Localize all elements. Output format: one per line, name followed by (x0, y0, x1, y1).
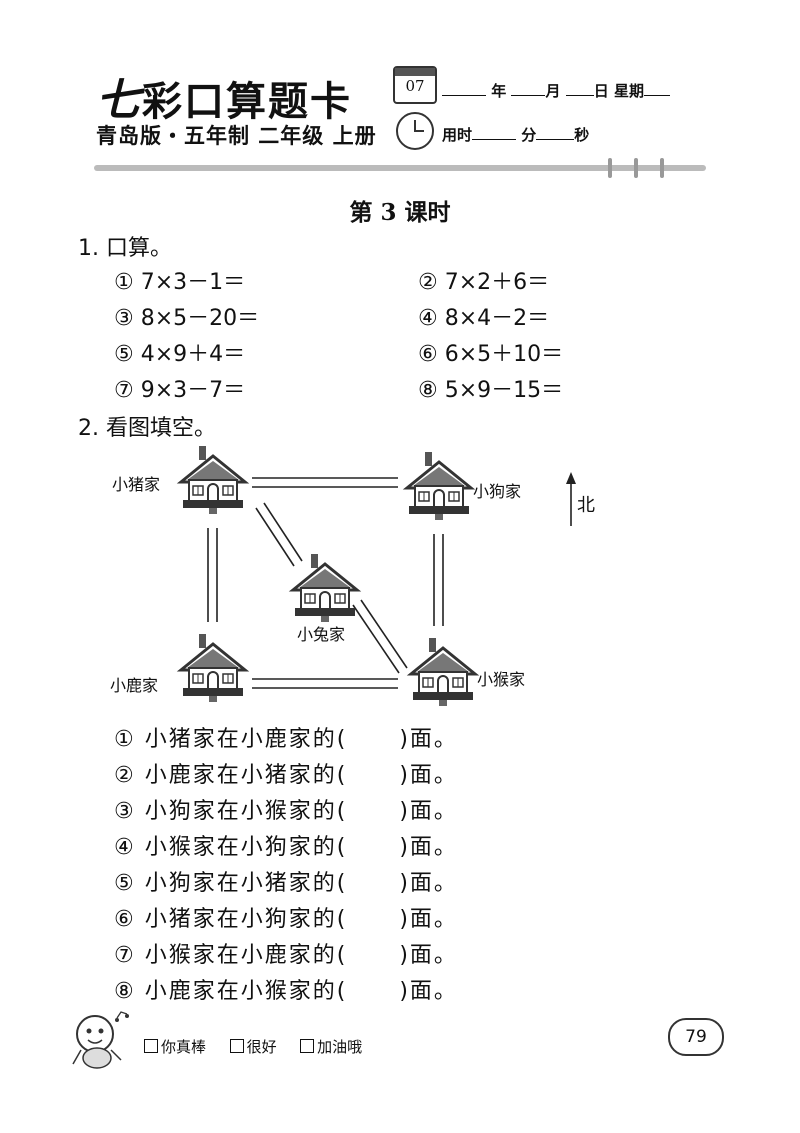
time-min: 分 (521, 126, 537, 144)
question-text: 小鹿家在小猪家的( (144, 763, 348, 788)
question-end: )面。 (399, 727, 458, 752)
fill-question: ④ 小猴家在小狗家的( )面。 (114, 829, 458, 861)
section1-title: 1. 口算。 (78, 236, 172, 261)
question-text: 小猴家在小狗家的( (144, 835, 348, 860)
question-text: 小猪家在小狗家的( (144, 907, 348, 932)
rating-row: 你真棒 很好 加油哦 (144, 1036, 362, 1057)
fill-question: ③ 小狗家在小猴家的( )面。 (114, 793, 458, 825)
date-weekday: 星期 (613, 82, 644, 100)
clock-icon (396, 112, 434, 150)
map-label-monkey: 小猴家 (477, 670, 526, 689)
question-text: 小狗家在小猴家的( (144, 799, 348, 824)
question-number: ⑦ (114, 943, 136, 968)
calc-item: ⑧ 5×9－15＝ (418, 378, 564, 403)
map-label-north: 北 (577, 495, 595, 516)
rating-label: 很好 (246, 1038, 277, 1056)
mascot-icon (72, 1011, 129, 1069)
rating-label: 加油哦 (317, 1038, 363, 1056)
book-subtitle: 青岛版・五年制 二年级 上册 (96, 124, 377, 148)
question-end: )面。 (399, 907, 458, 932)
calendar-icon: 07 (393, 66, 437, 104)
header-rule (94, 165, 706, 171)
dog-house-icon (405, 450, 473, 522)
map-label-rabbit: 小兔家 (297, 625, 346, 644)
fill-question: ⑤ 小狗家在小猪家的( )面。 (114, 865, 458, 897)
north-arrow-icon (566, 472, 576, 526)
question-text: 小猪家在小鹿家的( (144, 727, 348, 752)
calc-item: ⑤ 4×9＋4＝ (114, 342, 246, 367)
calendar-day: 07 (405, 77, 425, 95)
monkey-house-icon (409, 636, 477, 708)
question-number: ② (114, 763, 136, 788)
brand-first-char: 七 (96, 75, 142, 126)
calc-item: ⑥ 6×5＋10＝ (418, 342, 564, 367)
question-end: )面。 (399, 799, 458, 824)
rating-checkbox[interactable] (300, 1039, 315, 1053)
pig-house-icon (179, 444, 247, 516)
question-number: ④ (114, 835, 136, 860)
fill-question: ⑧ 小鹿家在小猴家的( )面。 (114, 973, 458, 1005)
calc-item: ① 7×3－1＝ (114, 270, 246, 295)
date-line: 年 月 日 星期 (442, 80, 670, 101)
section2-title: 2. 看图填空。 (78, 416, 216, 441)
calc-item: ④ 8×4－2＝ (418, 306, 550, 331)
question-end: )面。 (399, 943, 458, 968)
calc-item: ② 7×2＋6＝ (418, 270, 550, 295)
question-text: 小狗家在小猪家的( (144, 871, 348, 896)
lesson-title: 第 3 课时 (349, 199, 451, 226)
date-month: 月 (545, 82, 561, 100)
date-day: 日 (593, 82, 609, 100)
map-label-pig: 小猪家 (112, 475, 161, 494)
rabbit-house-icon (291, 552, 359, 624)
question-end: )面。 (399, 835, 458, 860)
map-label-deer: 小鹿家 (110, 676, 159, 695)
map-label-dog: 小狗家 (473, 482, 522, 501)
rule-pin (634, 158, 638, 178)
calc-item: ③ 8×5－20＝ (114, 306, 260, 331)
date-year: 年 (491, 82, 507, 100)
question-number: ⑧ (114, 979, 136, 1004)
fill-question: ① 小猪家在小鹿家的( )面。 (114, 721, 458, 753)
question-end: )面。 (399, 979, 458, 1004)
fill-question: ⑦ 小猴家在小鹿家的( )面。 (114, 937, 458, 969)
brand-rest: 彩口算题卡 (142, 78, 352, 125)
rule-pin (608, 158, 612, 178)
rating-label: 你真棒 (161, 1038, 207, 1056)
question-text: 小猴家在小鹿家的( (144, 943, 348, 968)
rule-pin (660, 158, 664, 178)
rating-checkbox[interactable] (229, 1039, 244, 1053)
deer-house-icon (179, 632, 247, 704)
rating-checkbox[interactable] (144, 1039, 158, 1053)
question-number: ③ (114, 799, 136, 824)
fill-question: ⑥ 小猪家在小狗家的( )面。 (114, 901, 458, 933)
question-number: ⑤ (114, 871, 136, 896)
fill-question: ② 小鹿家在小猪家的( )面。 (114, 757, 458, 789)
time-sec: 秒 (574, 126, 590, 144)
calc-item: ⑦ 9×3－7＝ (114, 378, 246, 403)
question-text: 小鹿家在小猴家的( (144, 979, 348, 1004)
question-number: ⑥ (114, 907, 136, 932)
brand-logo: 七彩口算题卡 (96, 64, 352, 128)
question-number: ① (114, 727, 136, 752)
time-line: 用时 分 秒 (442, 124, 589, 145)
question-end: )面。 (399, 871, 458, 896)
question-end: )面。 (399, 763, 458, 788)
page-number: 79 (668, 1018, 724, 1056)
time-label: 用时 (442, 126, 473, 144)
